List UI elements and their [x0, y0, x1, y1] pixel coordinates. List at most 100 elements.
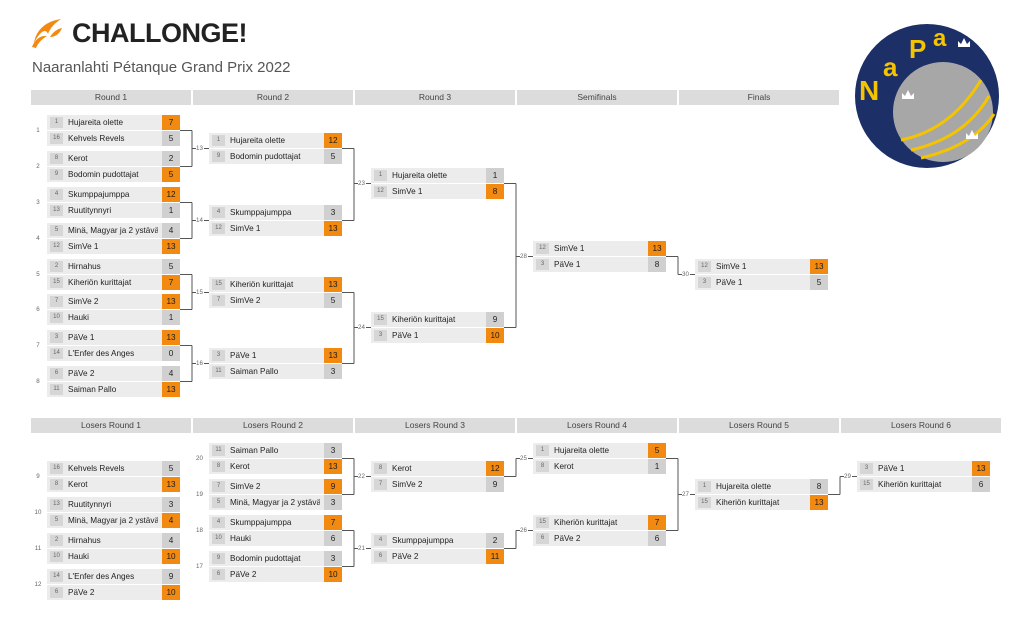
- brand-name[interactable]: CHALLONGE!: [72, 18, 247, 48]
- svg-text:a: a: [933, 25, 947, 52]
- winning-score: 13: [324, 221, 342, 236]
- match-number: 12: [34, 580, 42, 588]
- seed-number: 7: [212, 295, 225, 306]
- match-number: 16: [196, 359, 203, 367]
- participant-name: PäVe 1: [392, 331, 419, 340]
- round-header: Semifinals: [517, 90, 677, 105]
- score: 9: [162, 569, 180, 584]
- seed-number: 12: [374, 186, 387, 197]
- score: 1: [162, 203, 180, 218]
- svg-text:N: N: [859, 75, 879, 106]
- score: 1: [486, 168, 504, 183]
- seed-number: 9: [212, 151, 225, 162]
- participant-name: SimVe 1: [392, 187, 423, 196]
- match-number: 15: [196, 288, 203, 296]
- seed-number: 3: [212, 350, 225, 361]
- participant-name: Hujareita olette: [230, 136, 286, 145]
- seed-number: 6: [50, 368, 63, 379]
- seed-number: 3: [860, 463, 873, 474]
- participant-name: Kerot: [230, 462, 250, 471]
- seed-number: 11: [50, 384, 63, 395]
- participant-name: L'Enfer des Anges: [68, 572, 135, 581]
- score: 3: [162, 497, 180, 512]
- winning-score: 13: [972, 461, 990, 476]
- winning-score: 5: [648, 443, 666, 458]
- participant-name: PäVe 1: [878, 464, 905, 473]
- participant-name: SimVe 2: [230, 482, 261, 491]
- participant-name: Hauki: [68, 552, 89, 561]
- participant-slot[interactable]: 3 PäVe 1 13: [857, 461, 990, 476]
- match-number: 7: [36, 341, 40, 349]
- match-number: 19: [196, 490, 203, 498]
- seed-number: 4: [212, 207, 225, 218]
- match-number: 25: [520, 454, 527, 462]
- seed-number: 16: [50, 133, 63, 144]
- participant-name: PäVe 2: [68, 588, 95, 597]
- winning-score: 13: [162, 294, 180, 309]
- match-number: 29: [844, 472, 851, 480]
- participant-name: Bodomin pudottajat: [230, 152, 301, 161]
- participant-name: Ruutitynnyri: [68, 500, 112, 509]
- participant-name: Hujareita olette: [716, 482, 772, 491]
